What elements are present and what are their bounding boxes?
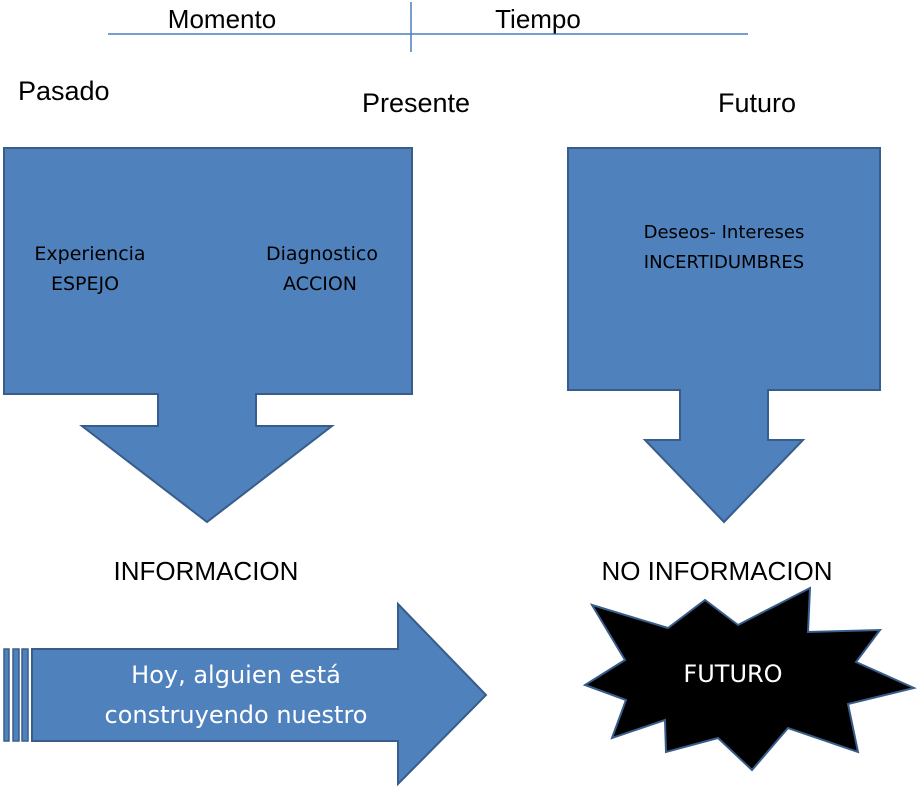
label-pasado: Pasado: [18, 76, 110, 106]
futuro-starburst: [582, 586, 917, 772]
right-box-incertidumbres: INCERTIDUMBRES: [644, 252, 804, 273]
right-down-arrow-shape: [567, 147, 881, 524]
arrow-body: [31, 601, 488, 787]
left-box-diagnostico: Diagnostico: [266, 243, 378, 265]
left-down-arrow-shape: [3, 147, 413, 524]
arrow-stripe-2: [12, 648, 20, 742]
header-momento: Momento: [168, 4, 276, 34]
outcome-no-informacion: NO INFORMACION: [601, 556, 832, 586]
arrow-stripe-1: [3, 648, 10, 742]
burst-futuro-label: FUTURO: [683, 660, 782, 688]
left-box-espejo: ESPEJO: [51, 273, 119, 295]
label-futuro: Futuro: [718, 88, 796, 118]
left-box-experiencia: Experiencia: [34, 243, 145, 265]
left-box-accion: ACCION: [283, 273, 357, 295]
outcome-informacion: INFORMACION: [114, 556, 299, 586]
label-presente: Presente: [362, 88, 470, 118]
bottom-arrow-line2: construyendo nuestro: [105, 701, 368, 729]
header-tiempo: Tiempo: [495, 4, 581, 34]
bottom-arrow-line1: Hoy, alguien está: [131, 661, 341, 689]
right-box-deseos: Deseos- Intereses: [644, 222, 805, 243]
arrow-stripe-3: [21, 648, 29, 742]
bottom-right-arrow: [3, 601, 488, 787]
